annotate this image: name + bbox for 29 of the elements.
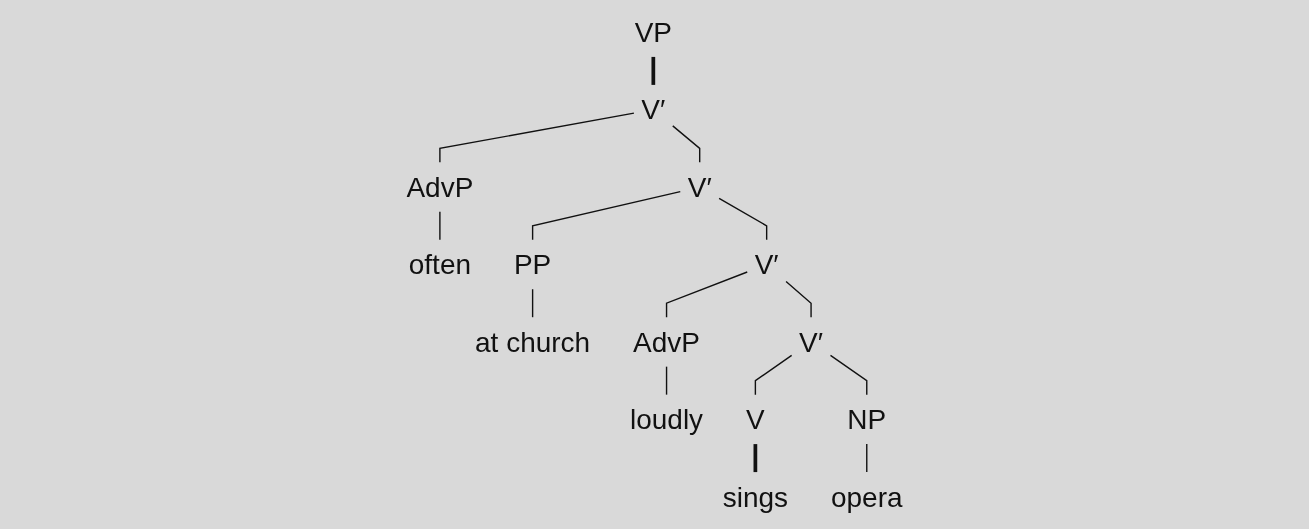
- node-text: V′: [754, 249, 779, 280]
- connector: [439, 211, 441, 241]
- connector: [439, 112, 635, 164]
- connector: [672, 125, 701, 164]
- connector: [753, 444, 758, 473]
- connector: [718, 197, 768, 241]
- node-text: AdvP: [633, 326, 701, 358]
- node-text: V′: [641, 94, 666, 126]
- node-text: loudly: [629, 403, 704, 435]
- node-text: V′: [687, 171, 712, 203]
- node-text: PP: [513, 249, 552, 280]
- connector: [754, 354, 793, 396]
- connector: [866, 443, 868, 473]
- node-text: NP: [847, 403, 887, 435]
- node-text: sings: [722, 481, 789, 513]
- connector: [651, 56, 656, 85]
- node-text: VP: [634, 16, 672, 48]
- node-text: at church: [475, 326, 591, 358]
- node-text: AdvP: [406, 171, 474, 203]
- connector: [665, 365, 668, 396]
- connector: [829, 354, 868, 396]
- connector: [665, 271, 748, 318]
- connector: [785, 280, 812, 318]
- node-text: V′: [799, 326, 824, 358]
- connector: [531, 288, 534, 318]
- connector: [531, 190, 681, 241]
- node-text: often: [408, 249, 472, 280]
- node-text: opera: [830, 481, 903, 513]
- node-text: V: [746, 403, 765, 435]
